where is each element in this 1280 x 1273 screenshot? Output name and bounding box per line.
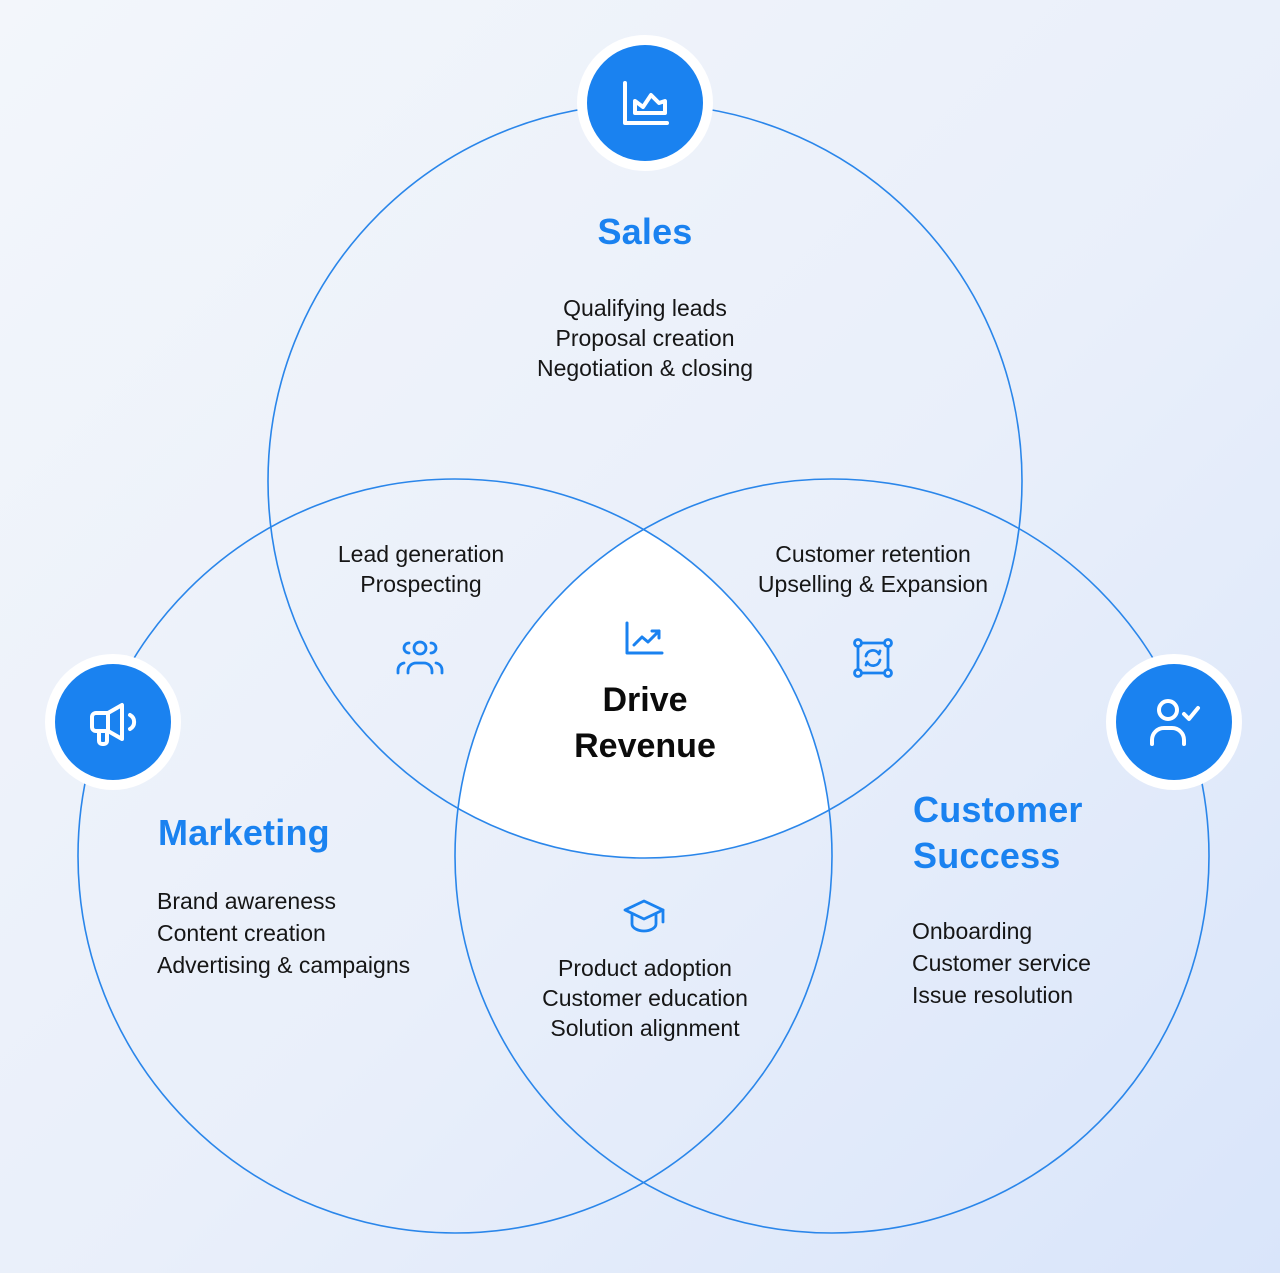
sales-item: Qualifying leads xyxy=(563,295,727,321)
chart-area-icon xyxy=(623,81,669,125)
marketing-success-items: Product adoption Customer education Solu… xyxy=(495,953,795,1043)
marketing-items: Brand awareness Content creation Adverti… xyxy=(157,885,457,981)
center-title-line: Revenue xyxy=(574,727,716,765)
customer-success-item: Issue resolution xyxy=(912,982,1074,1008)
customer-success-items: Onboarding Customer service Issue resolu… xyxy=(912,915,1212,1011)
customer-success-badge xyxy=(1116,664,1232,780)
sales-badge xyxy=(587,45,703,161)
overlap-item: Upselling & Expansion xyxy=(757,571,989,597)
overlap-item: Customer education xyxy=(542,985,748,1011)
sales-items: Qualifying leads Proposal creation Negot… xyxy=(445,293,845,383)
users-group-icon xyxy=(396,640,444,675)
customer-success-item: Onboarding xyxy=(912,918,1033,944)
cycle-exchange-icon xyxy=(853,638,893,678)
customer-success-title: Customer Success xyxy=(913,787,1083,879)
overlap-item: Lead generation xyxy=(337,541,505,567)
marketing-item: Advertising & campaigns xyxy=(157,952,411,978)
overlap-item: Product adoption xyxy=(558,955,732,981)
customer-success-title-line: Success xyxy=(913,835,1061,876)
marketing-item: Brand awareness xyxy=(157,888,336,914)
sales-title: Sales xyxy=(597,211,693,252)
customer-success-item: Customer service xyxy=(912,950,1091,976)
marketing-circle xyxy=(77,478,833,1234)
center-title-line: Drive xyxy=(602,681,688,719)
customer-success-title-line: Customer xyxy=(913,789,1083,830)
sales-item: Proposal creation xyxy=(555,325,735,351)
overlap-item: Solution alignment xyxy=(550,1015,740,1041)
user-check-icon xyxy=(1150,699,1200,746)
megaphone-icon xyxy=(90,703,137,746)
sales-success-items: Customer retention Upselling & Expansion xyxy=(723,539,1023,599)
overlap-item: Customer retention xyxy=(775,541,971,567)
marketing-title: Marketing xyxy=(158,812,330,853)
graduation-cap-icon xyxy=(623,899,665,933)
center-intersection xyxy=(455,479,832,858)
sales-marketing-items: Lead generation Prospecting xyxy=(271,539,571,599)
customer-success-circle xyxy=(454,478,1210,1234)
center-title: Drive Revenue xyxy=(495,677,795,769)
marketing-item: Content creation xyxy=(157,920,326,946)
overlap-item: Prospecting xyxy=(360,571,482,597)
sales-item: Negotiation & closing xyxy=(536,355,754,381)
marketing-badge xyxy=(55,664,171,780)
trend-up-icon xyxy=(625,621,664,655)
